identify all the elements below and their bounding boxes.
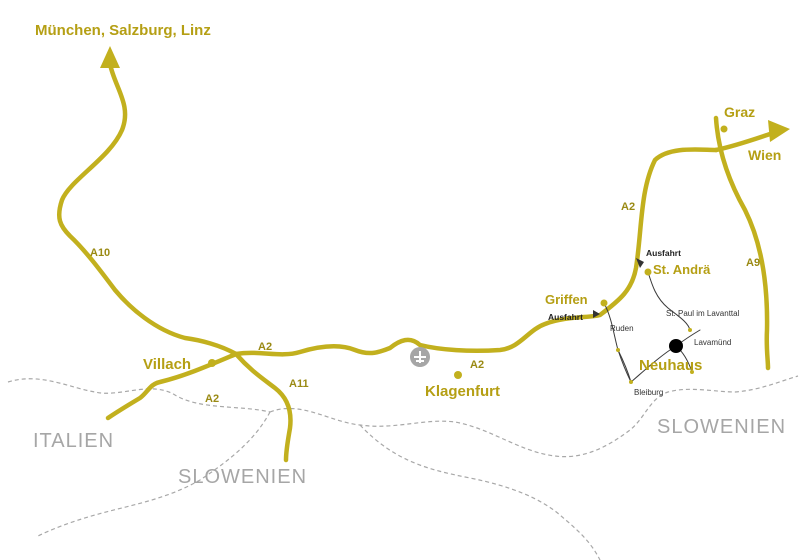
st-andrae-dot [644,268,652,276]
road-bleiburg [617,349,632,383]
lavamuend-dot [690,370,694,374]
border-italy-slovenia [37,411,271,537]
villach-dot [208,359,216,367]
destination-wien-label: Wien [748,147,781,163]
country-italy-label: ITALIEN [33,430,114,452]
arrow-east-icon [768,120,790,142]
arrow-north-icon [100,46,120,68]
destination-marker-icon [669,339,683,353]
exit-arrow-icon [593,310,600,318]
destination-graz-label: Graz [724,104,755,120]
road-st-paul [647,271,691,331]
bleiburg-dot [629,380,633,384]
road-a11 [233,351,293,463]
road-a10 [57,61,239,357]
road-a2-east-label: A2 [621,201,635,213]
road-a9 [713,115,771,371]
exit-griffen-label: Ausfahrt [548,312,583,322]
city-griffen-label: Griffen [545,292,588,307]
ruden-dot [616,348,620,352]
road-a2-main [233,147,719,357]
country-slovenia-east-label: SLOWENIEN [657,416,786,438]
city-klagenfurt-label: Klagenfurt [425,383,500,400]
road-a2-villach-label: A2 [258,341,272,353]
country-slovenia-west-label: SLOWENIEN [178,466,307,488]
road-a9-label: A9 [746,257,760,269]
klagenfurt-dot [454,371,462,379]
st-paul-dot [688,328,692,332]
place-st-paul-label: St. Paul im Lavanttal [666,309,740,318]
graz-dot [720,125,728,133]
exit-st-andrae-label: Ausfahrt [646,248,681,258]
destination-north-label: München, Salzburg, Linz [35,22,211,39]
road-a11-label: A11 [289,378,309,390]
road-neuhaus [630,329,701,383]
city-st-andrae-label: St. Andrä [653,262,711,277]
exit-arrow-icon [636,258,644,268]
border-slovenia-austria [269,375,799,458]
griffen-dot [600,299,608,307]
road-a2-south-label: A2 [205,393,219,405]
place-ruden-label: Ruden [610,324,634,333]
city-neuhaus-label: Neuhaus [639,357,702,374]
place-bleiburg-label: Bleiburg [634,388,663,397]
airplane-glyph [414,351,426,363]
road-a10-label: A10 [90,247,110,259]
border-slovenia-croatia [359,424,601,560]
city-villach-label: Villach [143,356,191,373]
place-lavamuend-label: Lavamünd [694,338,731,347]
border-italy-austria [7,378,271,413]
road-a2-south [105,351,239,421]
road-a2-klagenfurt-label: A2 [470,359,484,371]
